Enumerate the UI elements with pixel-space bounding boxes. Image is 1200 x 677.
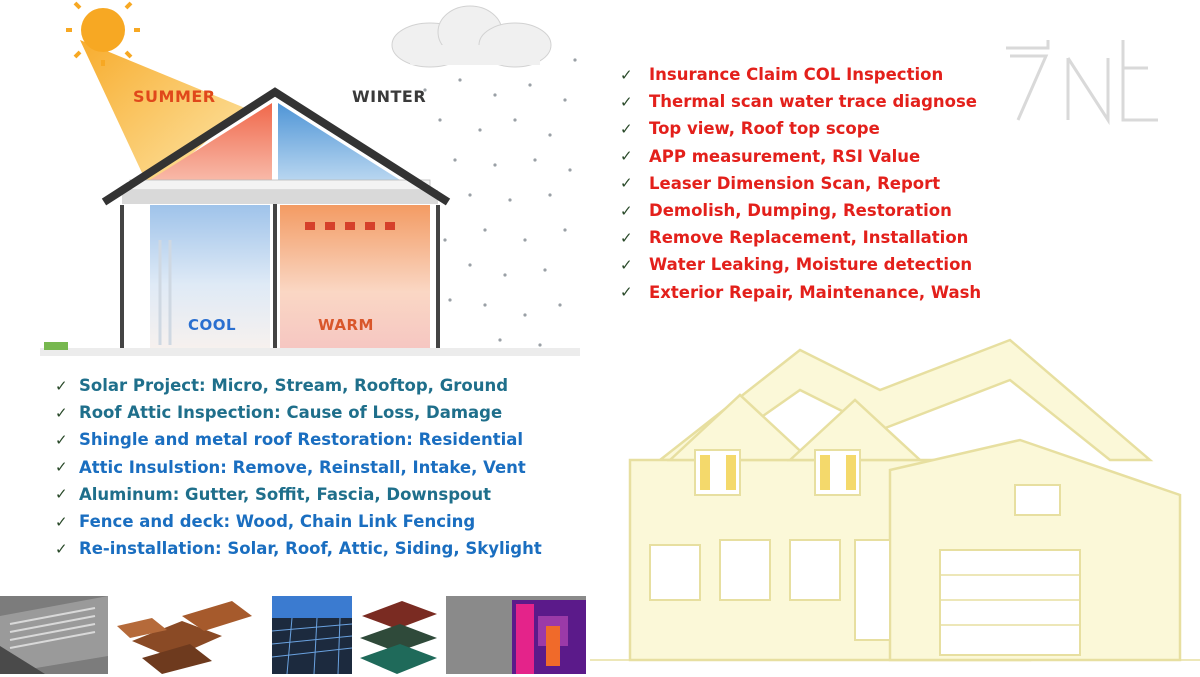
checkmark-icon: ✓	[55, 485, 68, 504]
checkmark-icon: ✓	[620, 147, 633, 166]
project-service-label: Re-installation: Solar, Roof, Attic, Sid…	[79, 539, 542, 559]
checkmark-icon: ✓	[620, 92, 633, 111]
thumbnail-thermal-scan	[446, 596, 586, 674]
sun-icon	[66, 1, 140, 66]
project-service-item: ✓ Shingle and metal roof Restoration: Res…	[55, 426, 542, 453]
inspection-service-label: Remove Replacement, Installation	[649, 228, 969, 248]
winter-label: WINTER	[352, 87, 427, 106]
checkmark-icon: ✓	[620, 201, 633, 220]
checkmark-icon: ✓	[620, 255, 633, 274]
project-service-label: Attic Insulstion: Remove, Reinstall, Int…	[79, 457, 526, 477]
heater-marks	[305, 222, 395, 230]
project-service-item: ✓ Fence and deck: Wood, Chain Link Fencin…	[55, 508, 542, 535]
attic-diagram-graphic	[40, 1, 580, 356]
inspection-service-item: ✓ Thermal scan water trace diagnose	[620, 88, 981, 115]
company-logo-icon	[998, 28, 1168, 128]
summer-label: SUMMER	[133, 87, 216, 106]
project-service-label: Roof Attic Inspection: Cause of Loss, Da…	[79, 403, 503, 423]
attic-summer-winter-diagram: SUMMER WINTER COOL WARM	[0, 0, 580, 360]
house-sketch-icon	[590, 320, 1200, 670]
roof	[101, 87, 451, 206]
inspection-service-label: Insurance Claim COL Inspection	[649, 65, 944, 85]
sun-beam	[80, 40, 245, 190]
cool-label: COOL	[188, 316, 237, 334]
inspection-service-item: ✓ Remove Replacement, Installation	[620, 224, 981, 251]
inspection-service-label: Leaser Dimension Scan, Report	[649, 173, 941, 193]
inspection-service-item: ✓ Water Leaking, Moisture detection	[620, 251, 981, 278]
thumbnail-shingles	[112, 596, 260, 674]
inspection-service-item: ✓ Top view, Roof top scope	[620, 115, 981, 142]
project-service-label: Fence and deck: Wood, Chain Link Fencing	[79, 512, 476, 532]
inspection-services-list: ✓ Insurance Claim COL Inspection ✓ Thermal …	[620, 61, 981, 306]
thumbnail-roof-vent	[0, 596, 108, 674]
warm-label: WARM	[318, 316, 374, 334]
checkmark-icon: ✓	[55, 403, 68, 422]
snow-dots	[423, 58, 577, 347]
inspection-service-item: ✓ Exterior Repair, Maintenance, Wash	[620, 279, 981, 306]
project-service-label: Solar Project: Micro, Stream, Rooftop, G…	[79, 376, 509, 396]
project-service-label: Shingle and metal roof Restoration: Resi…	[79, 430, 524, 450]
inspection-service-item: ✓ Demolish, Dumping, Restoration	[620, 197, 981, 224]
checkmark-icon: ✓	[55, 376, 68, 395]
cold-attic	[278, 103, 400, 180]
inspection-service-label: Thermal scan water trace diagnose	[649, 92, 978, 112]
inspection-service-item: ✓ APP measurement, RSI Value	[620, 143, 981, 170]
project-services-list: ✓ Solar Project: Micro, Stream, Rooftop, …	[55, 372, 542, 562]
inspection-service-label: Top view, Roof top scope	[649, 119, 880, 139]
project-service-item: ✓ Attic Insulstion: Remove, Reinstall, In…	[55, 454, 542, 481]
project-service-label: Aluminum: Gutter, Soffit, Fascia, Downsp…	[79, 484, 492, 504]
project-service-item: ✓ Solar Project: Micro, Stream, Rooftop, …	[55, 372, 542, 399]
inspection-service-item: ✓ Insurance Claim COL Inspection	[620, 61, 981, 88]
checkmark-icon: ✓	[55, 458, 68, 477]
hot-attic	[150, 103, 272, 180]
project-service-item: ✓ Roof Attic Inspection: Cause of Loss, D…	[55, 399, 542, 426]
inspection-service-label: APP measurement, RSI Value	[649, 146, 921, 166]
checkmark-icon: ✓	[620, 283, 633, 302]
inspection-service-label: Demolish, Dumping, Restoration	[649, 201, 952, 221]
checkmark-icon: ✓	[620, 65, 633, 84]
project-service-item: ✓ Aluminum: Gutter, Soffit, Fascia, Downs…	[55, 481, 542, 508]
checkmark-icon: ✓	[55, 512, 68, 531]
inspection-service-item: ✓ Leaser Dimension Scan, Report	[620, 170, 981, 197]
project-service-item: ✓ Re-installation: Solar, Roof, Attic, Si…	[55, 535, 542, 562]
thumbnail-metal-tiles	[352, 596, 444, 674]
checkmark-icon: ✓	[55, 539, 68, 558]
cloud-icon	[391, 5, 552, 68]
checkmark-icon: ✓	[620, 174, 633, 193]
checkmark-icon: ✓	[620, 119, 633, 138]
checkmark-icon: ✓	[55, 430, 68, 449]
thumbnail-solar-panel	[272, 596, 352, 674]
inspection-service-label: Water Leaking, Moisture detection	[649, 255, 973, 275]
inspection-service-label: Exterior Repair, Maintenance, Wash	[649, 282, 982, 302]
checkmark-icon: ✓	[620, 228, 633, 247]
